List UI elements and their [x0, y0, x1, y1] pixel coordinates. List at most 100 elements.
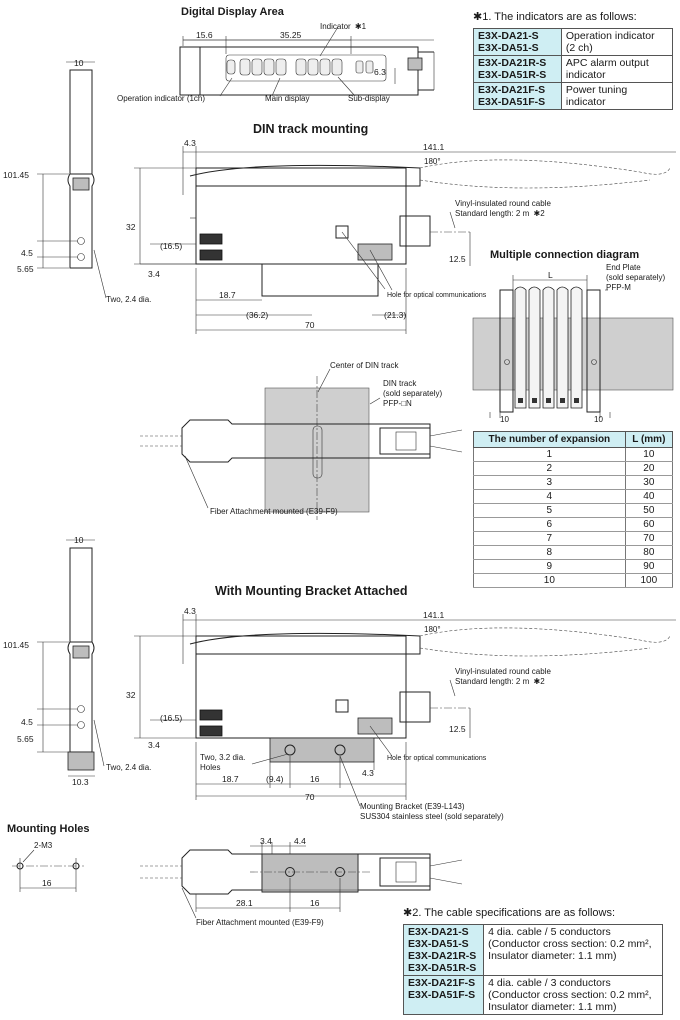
din-mount-drawing [134, 146, 676, 334]
header-l: L (mm) [624, 431, 674, 448]
length-cell: 10 [624, 447, 674, 462]
side-d1: 4.5 [21, 248, 33, 258]
length-cell: 100 [624, 573, 674, 588]
din-d-70: 70 [305, 320, 315, 330]
length-cell: 20 [624, 461, 674, 476]
side-view-bottom [37, 539, 105, 777]
multi-l-label: L [548, 270, 553, 280]
side-height-b: 101.45 [3, 640, 29, 650]
dim-6-3: 6.3 [374, 67, 386, 77]
din-d-12-5: 12.5 [449, 254, 466, 264]
din-d-36-2: (36.2) [246, 310, 268, 320]
dim-15-6: 15.6 [196, 30, 213, 40]
br-length: 141.1 [423, 610, 445, 620]
center-din-track: Center of DIN track [330, 361, 399, 370]
side-holes-b: Two, 2.4 dia. [106, 763, 151, 772]
expansion-count-cell: 6 [473, 517, 626, 532]
heading-digital-display: Digital Display Area [181, 6, 285, 18]
desc-cell: 4 dia. cable / 3 conductors (Conductor c… [483, 975, 663, 1015]
din-hole-optical: Hole for optical communications [387, 292, 487, 299]
din-length: 141.1 [423, 142, 445, 152]
bracket-line2: SUS304 stainless steel (sold separately) [360, 812, 504, 821]
mounting-holes-label: 2-M3 [34, 841, 53, 850]
length-cell: 90 [624, 559, 674, 574]
br-d-3-4: 3.4 [148, 740, 160, 750]
expansion-count-cell: 4 [473, 489, 626, 504]
length-cell: 50 [624, 503, 674, 518]
side-holes: Two, 2.4 dia. [106, 295, 151, 304]
expansion-count-cell: 8 [473, 545, 626, 560]
din-d-21-3: (21.3) [384, 310, 406, 320]
length-cell: 80 [624, 545, 674, 560]
br-d-70: 70 [305, 792, 315, 802]
bracket-bottom-view [140, 842, 463, 919]
operation-indicator-label: Operation indicator (1ch) [117, 94, 205, 103]
br-d-18-7: 18.7 [222, 774, 239, 784]
din-cable-line2: Standard length: 2 m ✱2 [455, 209, 545, 218]
side-d2-b: 5.65 [17, 734, 34, 744]
desc-cell: 4 dia. cable / 5 conductors (Conductor c… [483, 924, 663, 976]
header-expansion: The number of expansion [473, 431, 626, 448]
expansion-count-cell: 10 [473, 573, 626, 588]
br-height: 32 [126, 690, 136, 700]
cable-table: E3X-DA21-S E3X-DA51-S E3X-DA21R-S E3X-DA… [402, 924, 663, 1015]
br-d-12-5: 12.5 [449, 724, 466, 734]
br-d-16-5: (16.5) [160, 713, 182, 723]
side-view-top [37, 61, 107, 299]
br-d-9-4: (9.4) [266, 774, 284, 784]
fiber-attachment-top: Fiber Attachment mounted (E39-F9) [210, 507, 338, 516]
br-d-16: 16 [310, 774, 320, 784]
side-width-b: 10 [74, 535, 84, 545]
side-d2: 5.65 [17, 264, 34, 274]
table-header-row: The number of expansion L (mm) [473, 431, 674, 448]
side-height: 101.45 [3, 170, 29, 180]
main-display-label: Main display [265, 94, 309, 103]
br-cable-line1: Vinyl-insulated round cable [455, 667, 551, 676]
display-area-drawing [179, 26, 435, 97]
din-track-label1: DIN track [383, 379, 417, 388]
din-d-16-5: (16.5) [160, 241, 182, 251]
bottom-d-4-4: 4.4 [294, 836, 306, 846]
heading-din-track: DIN track mounting [253, 122, 368, 136]
mounting-holes-spacing: 16 [42, 878, 52, 888]
br-angle: 180° [424, 625, 441, 634]
din-height: 32 [126, 222, 136, 232]
sub-display-label: Sub-display [348, 94, 390, 103]
heading-bracket: With Mounting Bracket Attached [215, 584, 407, 598]
bottom-d-28-1: 28.1 [236, 898, 253, 908]
end-plate-1: End Plate [606, 263, 641, 272]
bottom-d-3-4: 3.4 [260, 836, 272, 846]
multi-d-left: 10 [500, 415, 509, 424]
bracket-line1: Mounting Bracket (E39-L143) [360, 802, 465, 811]
table-row: E3X-DA21F-S E3X-DA51F-S 4 dia. cable / 3… [402, 975, 663, 1015]
expansion-count-cell: 1 [473, 447, 626, 462]
table-row: E3X-DA21-S E3X-DA51-S E3X-DA21R-S E3X-DA… [402, 924, 663, 976]
heading-mounting-holes: Mounting Holes [7, 823, 90, 835]
side-width: 10 [74, 58, 84, 68]
br-cable-line2: Standard length: 2 m ✱2 [455, 677, 545, 686]
model-cell: E3X-DA21F-S E3X-DA51F-S [402, 975, 485, 1015]
din-d-18-7: 18.7 [219, 290, 236, 300]
expansion-count-cell: 2 [473, 461, 626, 476]
mounting-holes-drawing [12, 849, 84, 892]
din-track-label2: (sold separately) [383, 389, 442, 398]
length-cell: 30 [624, 475, 674, 490]
side-d1-b: 4.5 [21, 717, 33, 727]
br-d-4-3: 4.3 [362, 768, 374, 778]
